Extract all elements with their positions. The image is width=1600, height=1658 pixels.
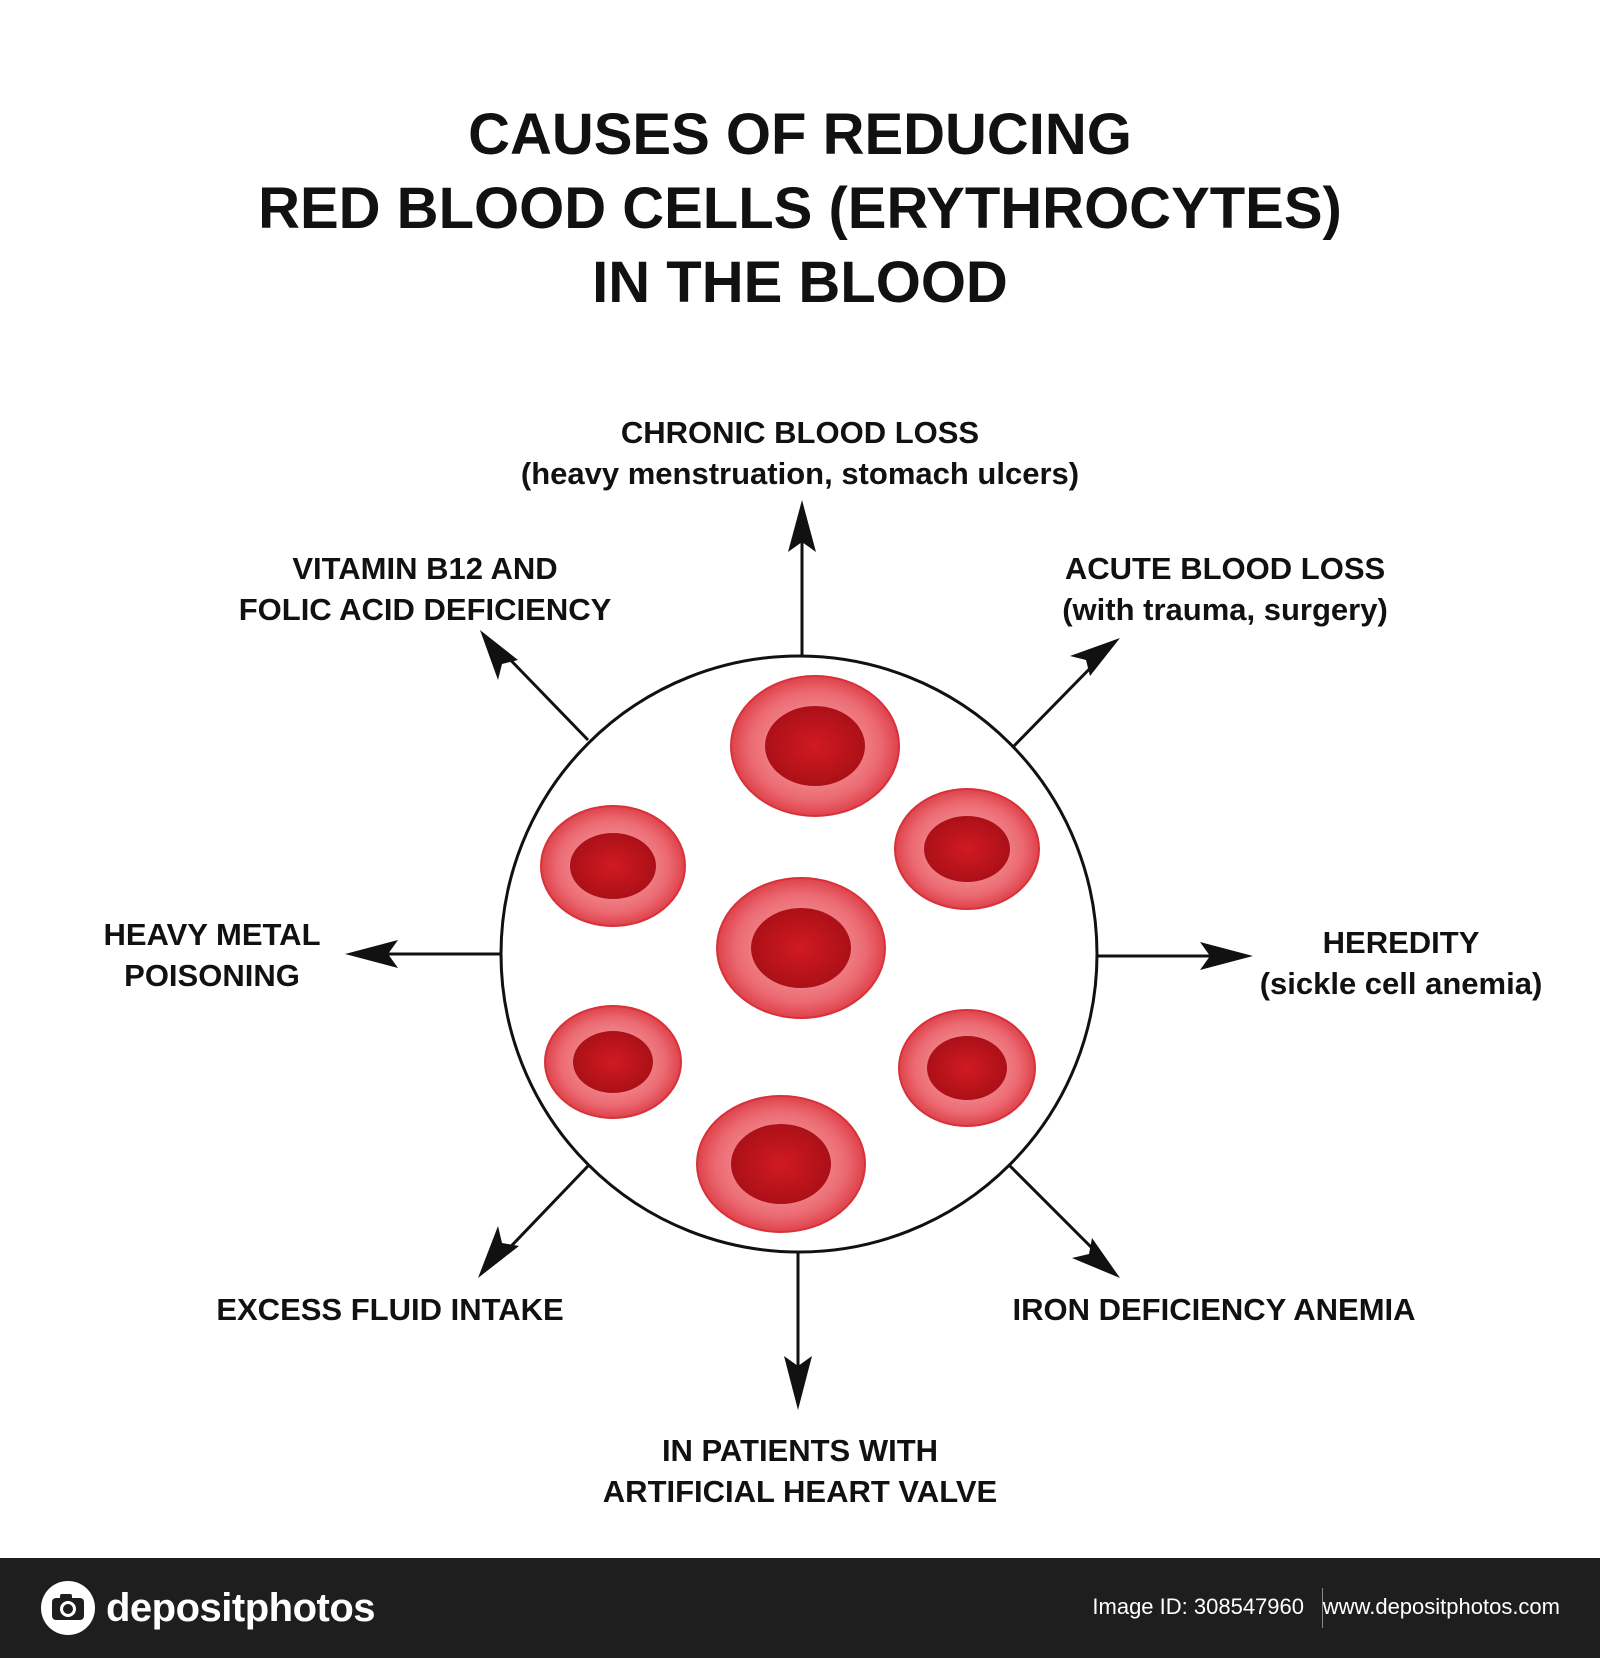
brand-logo[interactable]: depositphotos	[40, 1580, 376, 1636]
arrowhead-left	[345, 940, 398, 968]
cause-label-right: HEREDITY (sickle cell anemia)	[1259, 925, 1543, 1001]
cause-label-bottom-right: IRON DEFICIENCY ANEMIA	[1012, 1292, 1416, 1327]
footer-bar: depositphotos Image ID: 308547960 www.de…	[0, 1558, 1600, 1658]
arrowhead-top	[788, 500, 816, 552]
arrowhead-bottom-left	[478, 1226, 519, 1278]
arrowhead-bottom	[784, 1356, 812, 1410]
red-blood-cells	[540, 675, 1040, 1233]
title-line: IN THE BLOOD	[592, 250, 1008, 315]
arrowhead-right	[1200, 942, 1253, 970]
page-title: CAUSES OF REDUCING RED BLOOD CELLS (ERYT…	[0, 98, 1600, 320]
cause-label-top-right: ACUTE BLOOD LOSS (with trauma, surgery)	[1062, 551, 1388, 627]
arrow-bottom-right	[1008, 1164, 1108, 1264]
causes-diagram	[345, 500, 1253, 1410]
cause-label-bottom: IN PATIENTS WITH ARTIFICIAL HEART VALVE	[602, 1433, 998, 1509]
red-blood-cell	[696, 1095, 866, 1233]
arrowhead-top-right	[1070, 638, 1120, 676]
red-blood-cell	[898, 1009, 1036, 1127]
brand-name: depositphotos	[106, 1585, 376, 1630]
cause-label-left: HEAVY METAL POISONING	[103, 917, 321, 993]
image-id: Image ID: 308547960	[1092, 1594, 1304, 1619]
cause-label-top: CHRONIC BLOOD LOSS (heavy menstruation, …	[520, 415, 1080, 491]
arrowheads	[345, 500, 1253, 1410]
arrowhead-bottom-right	[1072, 1238, 1120, 1278]
site-url-link[interactable]: www.depositphotos.com	[1322, 1594, 1560, 1619]
red-blood-cell	[730, 675, 900, 817]
red-blood-cell	[894, 788, 1040, 910]
footer-divider	[1322, 1588, 1323, 1628]
camera-icon	[41, 1581, 95, 1635]
cause-label-top-left: VITAMIN B12 AND FOLIC ACID DEFICIENCY	[238, 551, 612, 627]
title-line: CAUSES OF REDUCING	[468, 102, 1132, 167]
arrowhead-top-left	[480, 630, 518, 680]
red-blood-cell	[540, 805, 686, 927]
red-blood-cell	[544, 1005, 682, 1119]
cause-label-bottom-left: EXCESS FLUID INTAKE	[216, 1292, 564, 1327]
title-line: RED BLOOD CELLS (ERYTHROCYTES)	[258, 176, 1342, 241]
red-blood-cell	[716, 877, 886, 1019]
